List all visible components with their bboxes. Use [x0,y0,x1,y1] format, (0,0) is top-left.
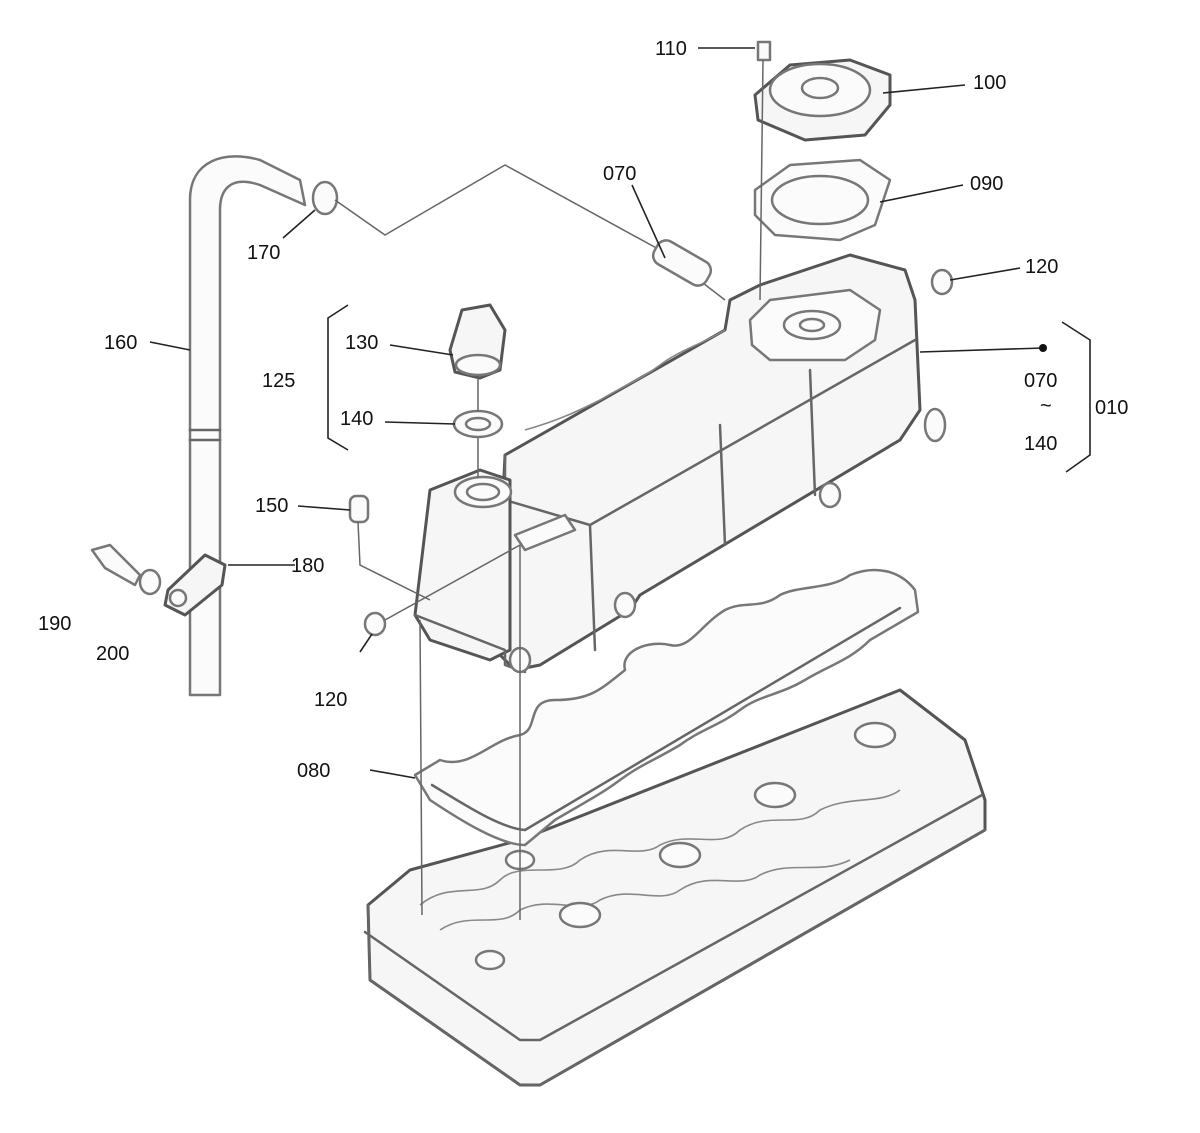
label-180: 180 [291,555,324,577]
label-080: 080 [297,760,330,782]
nut-120-top [930,268,954,296]
label-070-range: 070 [1024,370,1057,392]
label-120-bottom: 120 [314,689,347,711]
seal-070 [651,239,713,287]
label-range-separator: ~ [1040,395,1052,417]
label-170: 170 [247,242,280,264]
head-cover-010 [413,253,947,674]
plug-150 [348,494,370,524]
label-100: 100 [973,72,1006,94]
label-010: 010 [1095,397,1128,419]
washer-200 [138,568,162,596]
label-110: 110 [655,38,687,60]
oil-cap-130 [448,303,507,380]
leader-lines [149,47,1047,779]
label-125: 125 [262,370,295,392]
clip-170 [311,180,339,216]
nut-120-bottom [363,611,387,637]
hose-160 [188,155,307,697]
label-140-range: 140 [1024,433,1057,455]
label-150: 150 [255,495,288,517]
screw-110 [756,40,772,62]
label-130: 130 [345,332,378,354]
label-200: 200 [96,643,129,665]
leader-dot [1039,344,1047,352]
o-ring-140 [452,409,504,439]
label-070-top: 070 [603,163,636,185]
label-120-top: 120 [1025,256,1058,278]
gasket-080 [413,568,920,847]
label-140: 140 [340,408,373,430]
brace-125 [327,304,349,451]
brace-010 [1061,321,1091,473]
label-090: 090 [970,173,1003,195]
bolt-190 [90,543,142,587]
breather-cover-100 [753,58,892,142]
gasket-090 [753,158,892,242]
clamp-180 [163,553,227,617]
cylinder-head [363,688,987,1087]
label-160: 160 [104,332,137,354]
label-190: 190 [38,613,71,635]
